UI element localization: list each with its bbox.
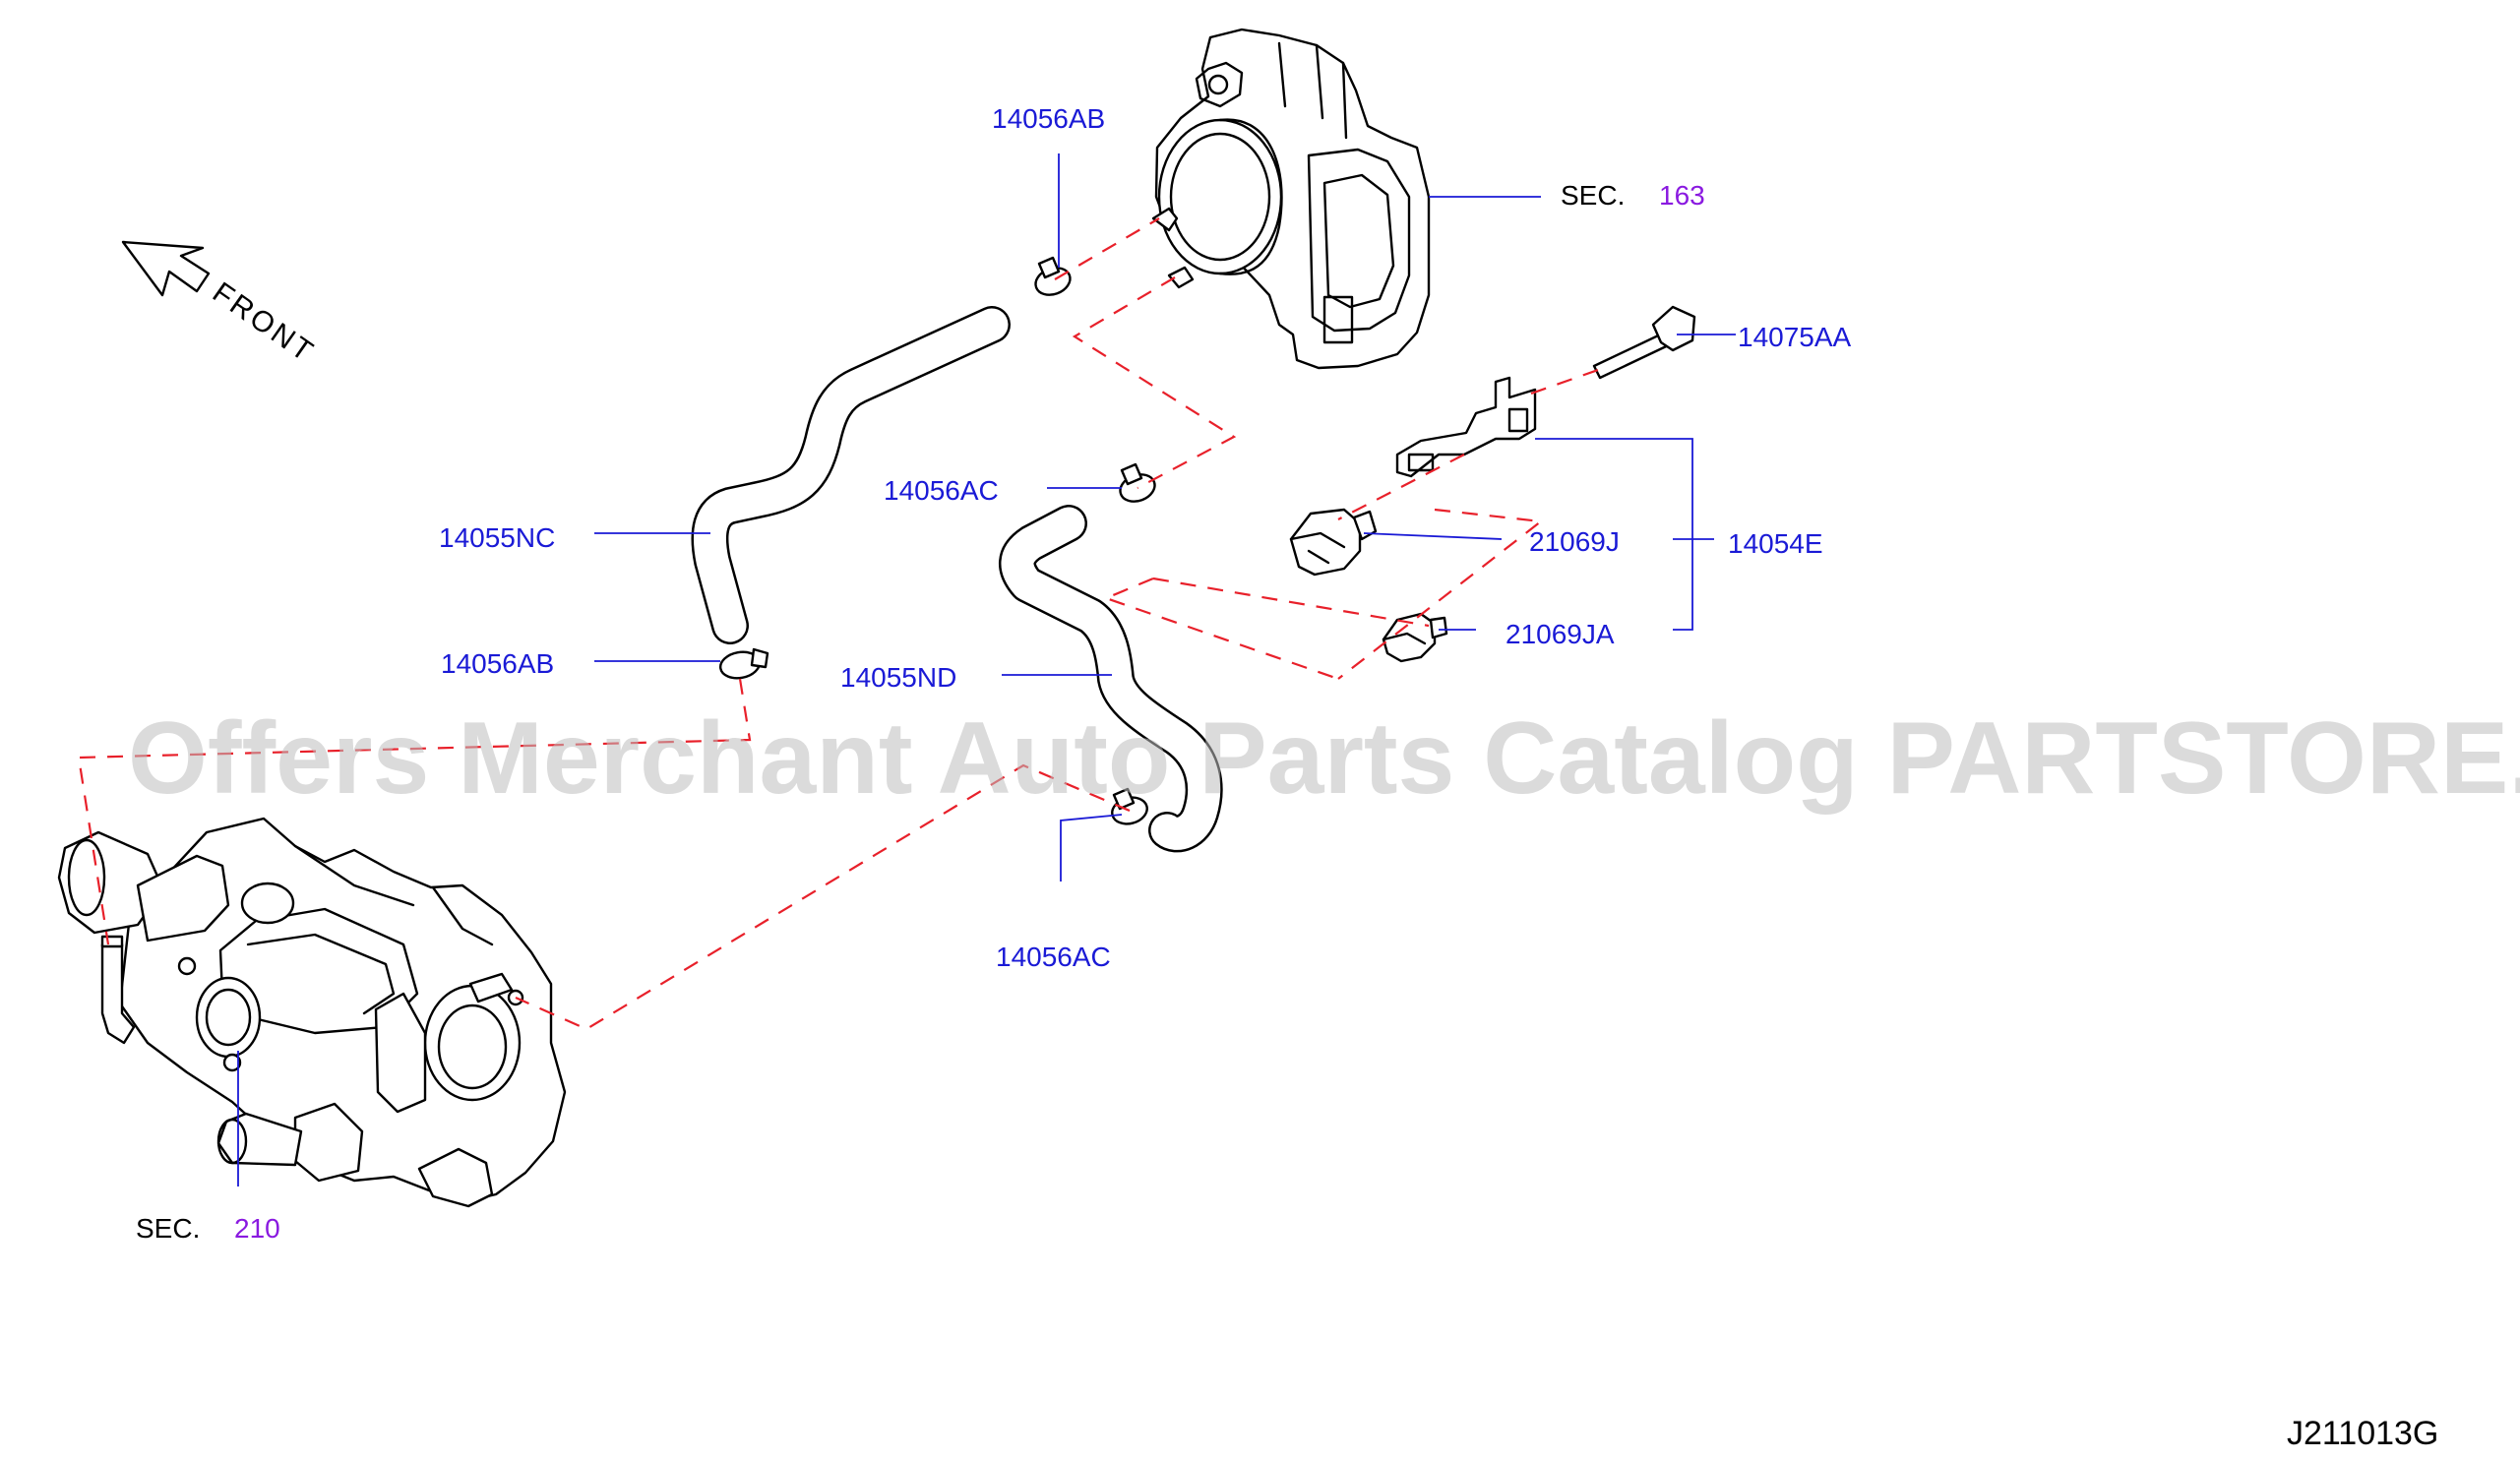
callout-14056ac-lower: 14056AC [996,942,1111,972]
callout-14055nd: 14055ND [840,662,956,693]
bracket-14054e [1395,376,1537,478]
callout-14056ac-upper: 14056AC [884,475,999,506]
section-prefix-163: SEC. [1561,180,1625,211]
leader-lines [237,153,1736,1186]
watermark: Offers Merchant Auto Parts Catalog PARTS… [128,701,2520,816]
hose-14055nc [691,306,1011,644]
callout-14055nc: 14055NC [439,522,555,553]
section-prefix-210: SEC. [136,1213,200,1244]
water-outlet-housing [57,817,567,1208]
clip-21069ja [1382,612,1448,663]
callout-14056ab-lower: 14056AB [441,648,554,679]
bolt-14075aa [1592,305,1696,380]
callout-14056ab-upper: 14056AB [992,103,1105,134]
hose-14055nd [999,505,1223,853]
diagram-code: J211013G [2287,1415,2438,1452]
callout-14075aa: 14075AA [1738,322,1852,352]
section-number-210[interactable]: 210 [234,1213,280,1244]
section-number-163[interactable]: 163 [1659,180,1705,211]
clamp-14056ac-upper [1119,462,1156,503]
clamp-14056ab-upper [1034,256,1072,296]
clamp-14056ab-lower [718,647,769,680]
front-arrow-icon [121,240,211,297]
connection-lines [77,217,1599,1031]
callout-21069j: 21069J [1529,526,1620,557]
callout-21069ja: 21069JA [1506,619,1615,649]
throttle-body [1151,28,1431,370]
callout-14054e: 14054E [1728,528,1823,559]
front-label: FRONT [207,276,321,370]
clip-21069j [1289,508,1378,577]
